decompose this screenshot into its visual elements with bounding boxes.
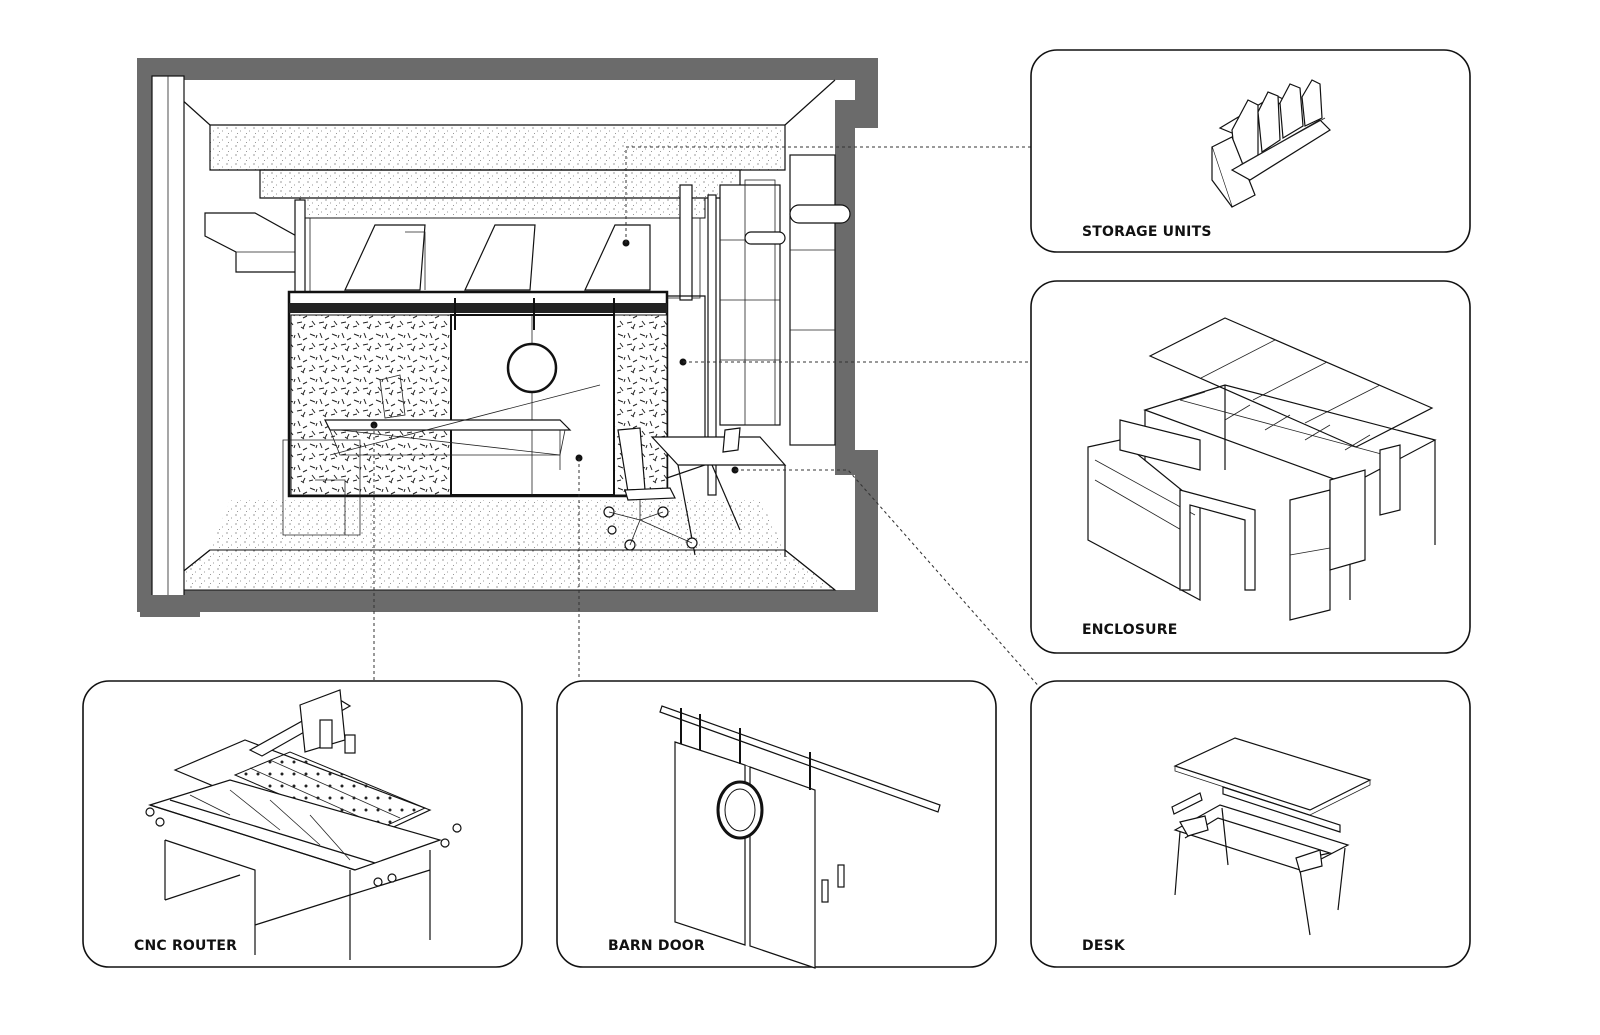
- enclosure-label: ENCLOSURE: [1082, 622, 1177, 638]
- barn-door-drawing: [659, 705, 941, 969]
- windows: [719, 154, 851, 446]
- panel-storage-units: STORAGE UNITS: [1030, 49, 1471, 253]
- enclosure-in-room: [282, 290, 706, 536]
- storage-units-drawing: [1211, 79, 1331, 208]
- leader-lines: [373, 146, 1043, 691]
- panel-cnc-router: CNC ROUTER: [82, 680, 523, 968]
- enclosure-drawing: [1087, 317, 1437, 621]
- panel-desk: DESK: [1030, 680, 1471, 968]
- room-section-drawing: [137, 58, 878, 617]
- desk-in-room: [603, 427, 787, 557]
- barn-door-label: BARN DOOR: [608, 938, 705, 954]
- panel-barn-door: BARN DOOR: [556, 680, 997, 969]
- cnc-router-drawing: [145, 689, 462, 960]
- cnc-router-label: CNC ROUTER: [134, 938, 237, 954]
- panel-enclosure: ENCLOSURE: [1030, 280, 1471, 654]
- desk-drawing: [1171, 737, 1372, 936]
- storage-units-label: STORAGE UNITS: [1082, 224, 1212, 240]
- desk-label: DESK: [1082, 938, 1126, 954]
